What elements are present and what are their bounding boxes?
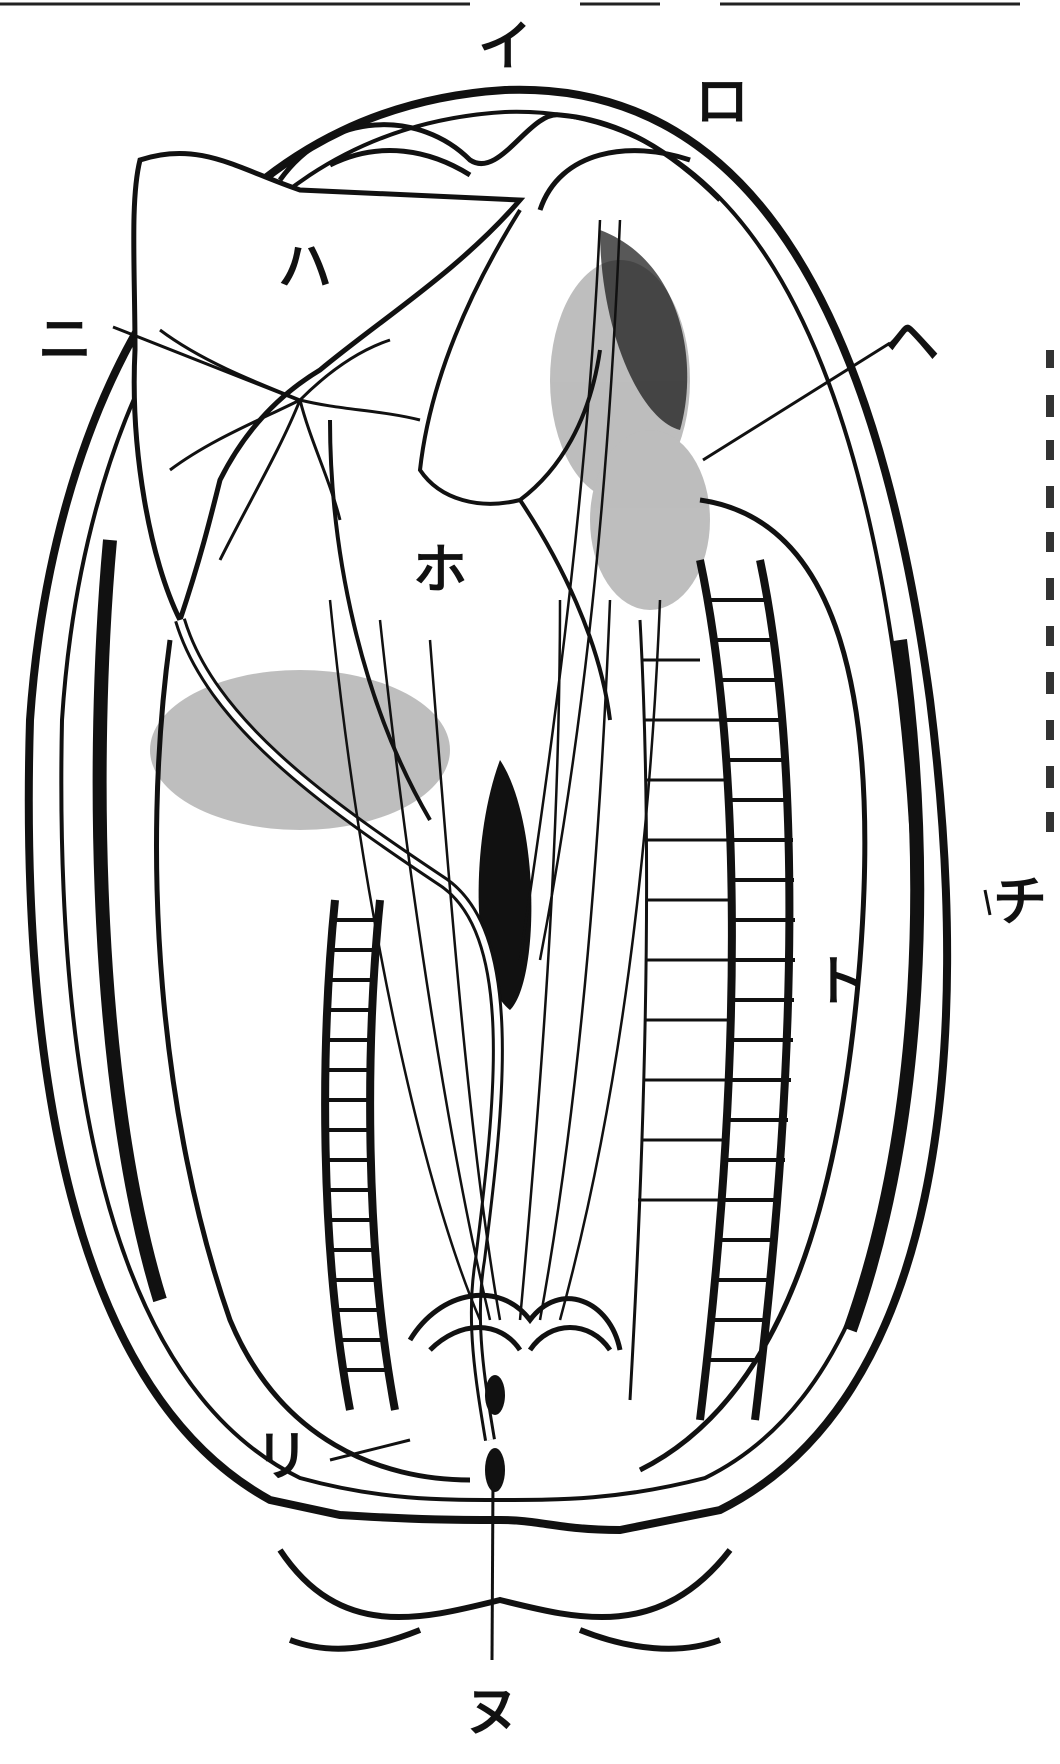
label-ni: ニ	[38, 308, 92, 371]
label-ro: ロ	[695, 70, 749, 133]
label-ho: ホ	[413, 538, 467, 601]
label-ri: リ	[255, 1425, 309, 1488]
label-to: ト	[813, 950, 867, 1013]
label-nu: ヌ	[465, 1680, 519, 1743]
label-chi: チ	[993, 870, 1047, 933]
label-ha: ハ	[278, 235, 332, 298]
label-he: ヘ	[885, 310, 939, 373]
label-i: イ	[478, 15, 532, 78]
